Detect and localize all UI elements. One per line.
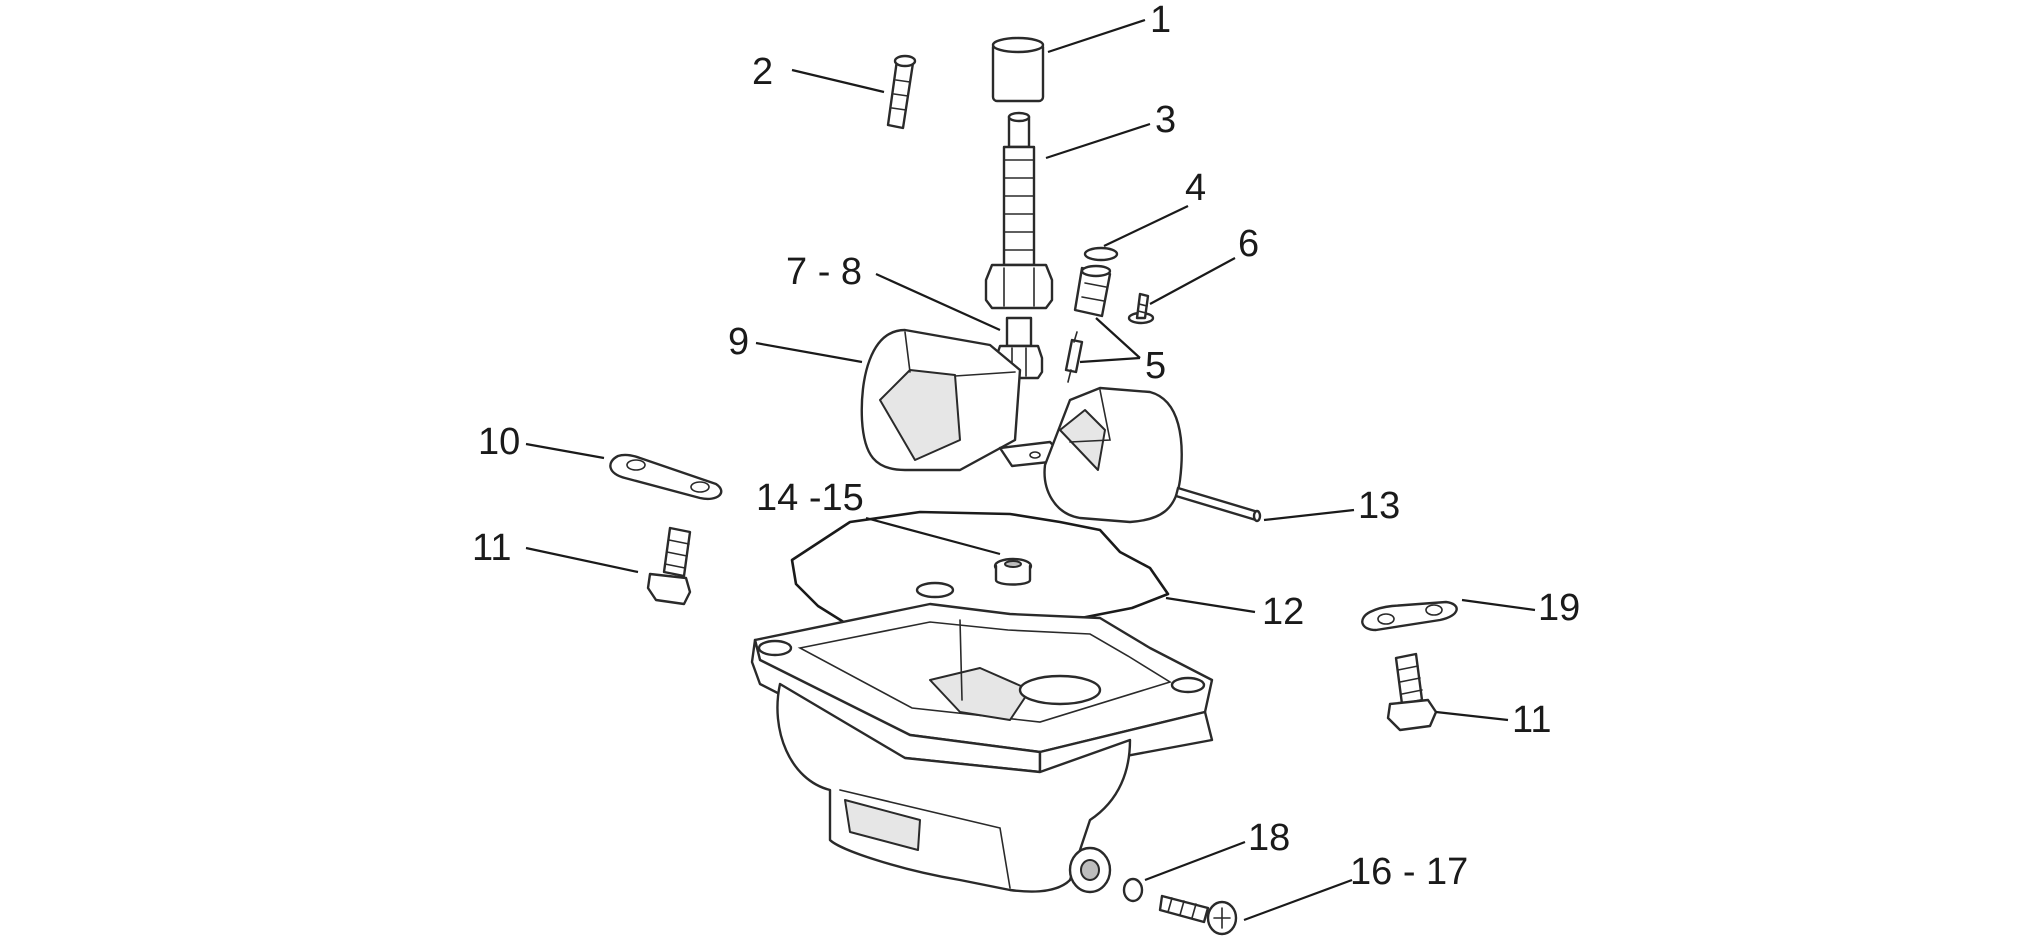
callout-11-left: 11 bbox=[472, 527, 511, 569]
callout-7-8: 7 - 8 bbox=[786, 251, 862, 293]
leader-lines bbox=[525, 18, 1536, 922]
part-18-o-ring bbox=[1122, 877, 1144, 903]
part-19-mounting-plate bbox=[1361, 600, 1458, 632]
callout-3: 3 bbox=[1155, 99, 1176, 141]
part-1-cap bbox=[991, 36, 1045, 103]
part-11-screw-left bbox=[646, 526, 692, 606]
callout-6: 6 bbox=[1238, 223, 1259, 265]
callout-labels: 1 2 3 4 5 6 7 - 8 9 10 11 11 12 13 14 -1… bbox=[472, 0, 1580, 893]
callout-4: 4 bbox=[1185, 167, 1206, 209]
callout-9: 9 bbox=[728, 321, 749, 363]
part-3-emulsion-tube bbox=[984, 111, 1054, 310]
part-10-mounting-plate bbox=[609, 453, 723, 501]
callout-2: 2 bbox=[752, 51, 773, 93]
part-9-float-assembly bbox=[860, 328, 1183, 524]
callout-10: 10 bbox=[478, 421, 520, 463]
callout-1: 1 bbox=[1150, 0, 1171, 41]
callout-19: 19 bbox=[1538, 587, 1580, 629]
callout-18: 18 bbox=[1248, 817, 1290, 859]
callout-16-17: 16 - 17 bbox=[1350, 851, 1468, 893]
callout-14-15: 14 -15 bbox=[756, 477, 864, 519]
part-12-gasket bbox=[790, 510, 1170, 652]
part-11-screw-right bbox=[1386, 652, 1438, 732]
part-2-jet bbox=[886, 54, 917, 130]
part-14-15-plug bbox=[993, 557, 1033, 586]
part-16-17-drain-screw bbox=[1158, 894, 1238, 936]
callout-5: 5 bbox=[1145, 345, 1166, 387]
callout-11-right: 11 bbox=[1512, 699, 1551, 741]
callout-13: 13 bbox=[1358, 485, 1400, 527]
part-5-needle-valve bbox=[1064, 264, 1112, 383]
part-13-float-pin bbox=[1174, 486, 1262, 523]
callout-12: 12 bbox=[1262, 591, 1304, 633]
part-4-o-ring bbox=[1083, 246, 1119, 262]
float-bowl bbox=[750, 581, 1214, 894]
part-6-screw bbox=[1127, 292, 1155, 325]
